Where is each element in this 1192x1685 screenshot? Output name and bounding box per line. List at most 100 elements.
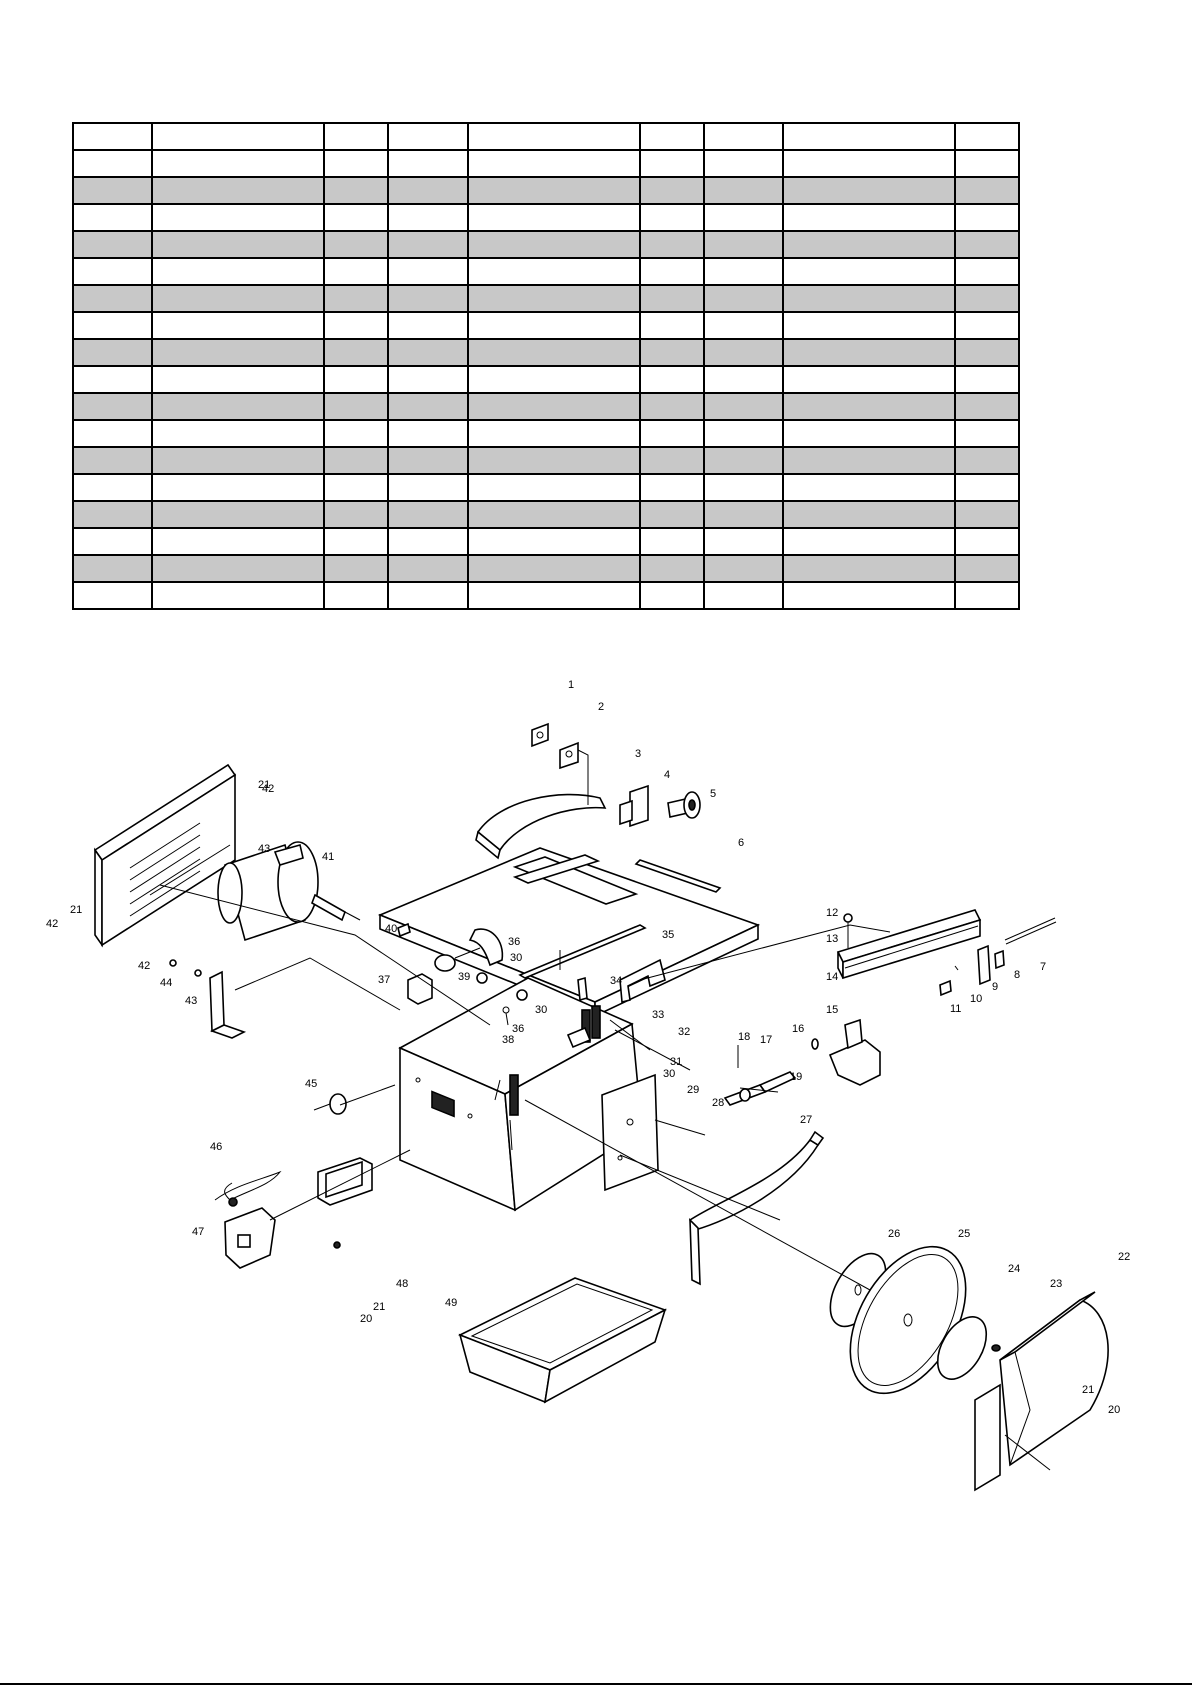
part-label-21: 21 [258,779,270,791]
table-cell [703,311,784,340]
table-cell [782,473,956,502]
table-row [72,257,1020,286]
clamp-blocks [531,722,589,805]
table-cell [639,230,705,259]
motor-cover-plate [93,763,237,948]
part-label-26: 26 [888,1228,900,1240]
table-cell [954,149,1020,178]
rip-fence [836,909,1057,997]
table-cell [954,419,1020,448]
table-cell [782,122,956,151]
table-cell [151,257,325,286]
part-label-28: 28 [712,1097,724,1109]
table-cell [467,581,641,610]
table-cell [387,230,469,259]
fence-clamp [723,1018,881,1106]
table-cell [639,311,705,340]
table-cell [72,311,153,340]
table-cell [467,500,641,529]
part-label-42: 42 [262,783,274,795]
table-cell [72,338,153,367]
table-cell [72,419,153,448]
table-cell [703,284,784,313]
table-cell [151,203,325,232]
part-label-21c: 21 [373,1301,385,1313]
table-cell [387,122,469,151]
table-cell [323,311,389,340]
table-row [72,581,1020,610]
table-row [72,230,1020,259]
table-cell [703,122,784,151]
part-label-15: 15 [826,1004,838,1016]
table-cell [782,257,956,286]
table-cell [703,257,784,286]
part-label-45: 45 [305,1078,317,1090]
table-cell [323,473,389,502]
table-cell [639,365,705,394]
table-cell [72,581,153,610]
table-top [377,847,761,1018]
table-cell [782,581,956,610]
table-row [72,365,1020,394]
table-row [72,176,1020,205]
part-label-16: 16 [792,1023,804,1035]
table-cell [703,203,784,232]
left-bracket [169,959,247,1039]
table-cell [387,554,469,583]
part-label-48: 48 [396,1278,408,1290]
table-cell [954,338,1020,367]
table-cell [387,419,469,448]
table-cell [782,392,956,421]
water-tray [458,1277,667,1404]
front-handle [619,958,666,1004]
table-cell [151,122,325,151]
table-cell [703,554,784,583]
part-label-27: 27 [800,1114,812,1126]
table-cell [782,176,956,205]
table-cell [782,338,956,367]
table-cell [387,500,469,529]
table-cell [323,338,389,367]
motor [217,841,361,942]
part-label-22: 22 [1118,1251,1130,1263]
part-label-39: 39 [458,971,470,983]
table-cell [151,419,325,448]
part-label-20: 20 [1108,1404,1120,1416]
table-cell [387,446,469,475]
table-cell [639,419,705,448]
part-label-30c: 30 [663,1068,675,1080]
table-cell [151,527,325,556]
table-cell [323,257,389,286]
assembly-lines [159,884,1051,1471]
table-cell [639,392,705,421]
part-label-18: 18 [738,1031,750,1043]
part-label-1: 1 [568,680,574,691]
table-cell [323,500,389,529]
table-cell [954,446,1020,475]
table-cell [151,473,325,502]
table-cell [639,338,705,367]
table-cell [954,203,1020,232]
part-label-23: 23 [1050,1278,1062,1290]
table-cell [387,365,469,394]
table-cell [639,500,705,529]
part-label-4: 4 [664,769,670,781]
table-cell [703,473,784,502]
table-cell [387,392,469,421]
table-cell [703,527,784,556]
table-cell [323,419,389,448]
table-cell [72,257,153,286]
table-cell [72,446,153,475]
table-cell [703,230,784,259]
part-label-6: 6 [738,837,744,849]
table-cell [387,149,469,178]
rip-bracket-and-knob [619,784,701,828]
table-cell [639,581,705,610]
table-cell [954,311,1020,340]
part-label-8: 8 [1014,969,1020,981]
table-cell [703,176,784,205]
table-cell [639,203,705,232]
table-cell [467,338,641,367]
table-cell [387,473,469,502]
part-label-21b: 21 [70,904,82,916]
